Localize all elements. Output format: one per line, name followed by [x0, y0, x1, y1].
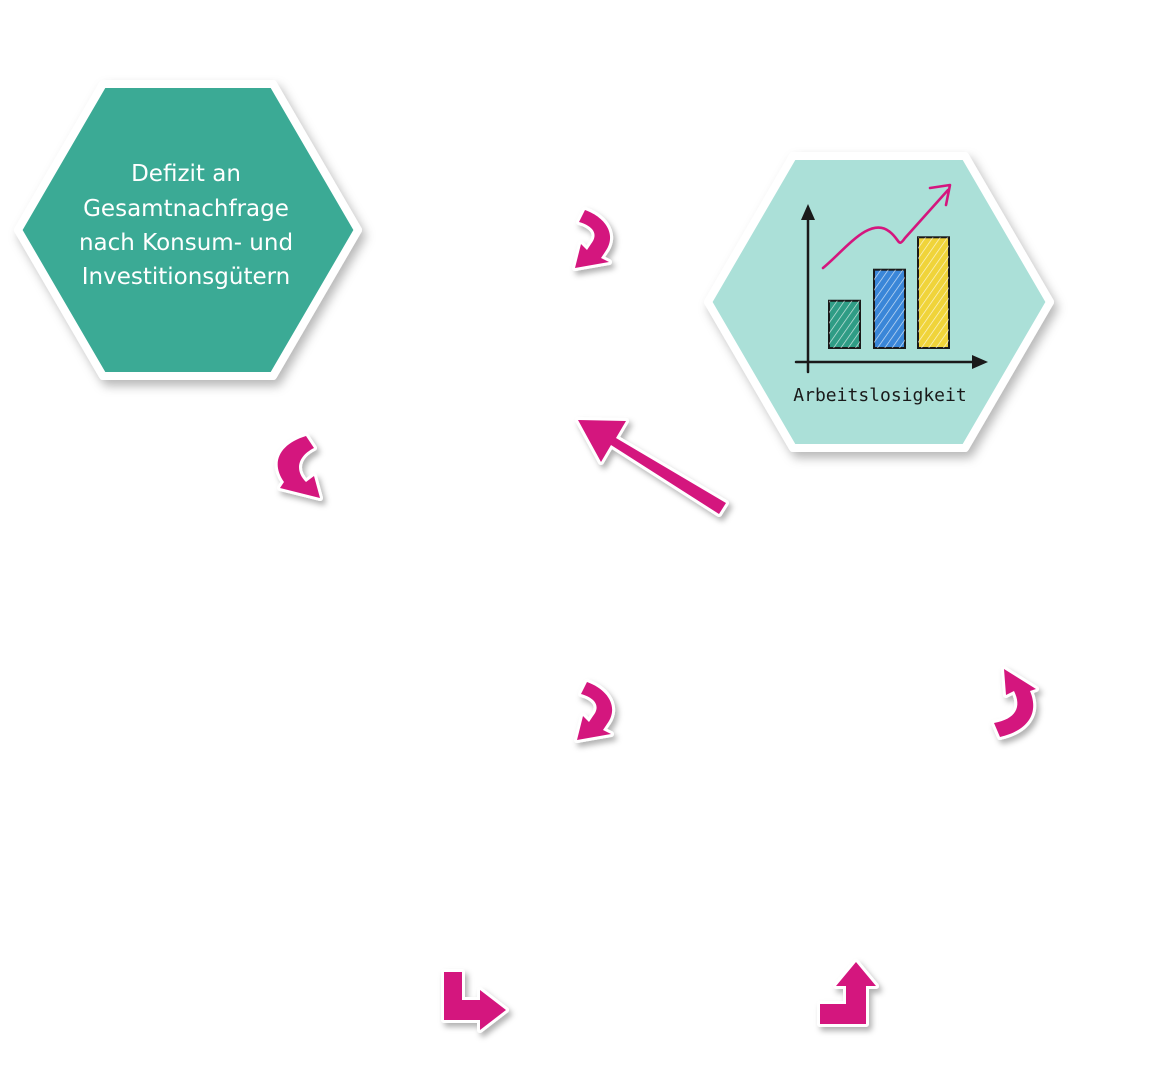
deficit-label-line-2: Gesamtnachfrage [83, 196, 289, 222]
elbow-arrow-down-right [441, 969, 509, 1033]
illustration-bars [828, 236, 950, 350]
bar-chart-trend-up-icon [794, 183, 988, 374]
deficit-hexagon [14, 80, 362, 380]
elbow-arrow-right-up [817, 959, 879, 1027]
deficit-label-line-1: Defizit an [131, 161, 241, 187]
curved-arrow-left-down [274, 433, 323, 501]
straight-arrow-up-left [575, 417, 729, 517]
illustration-bar-hatch [918, 237, 949, 348]
curved-arrow-right-up [991, 666, 1039, 740]
curved-arrow-right-down-1 [572, 207, 614, 271]
curved-arrow-right-down-2 [574, 679, 616, 743]
unemployment-node: Arbeitslosigkeit [704, 152, 1054, 452]
deficit-node: Defizit an Gesamtnachfrage nach Konsum- … [14, 80, 362, 380]
deficit-label-line-4: Investitionsgütern [82, 264, 291, 290]
illustration-bar-hatch [874, 269, 905, 348]
deficit-label-line-3: nach Konsum- und [79, 230, 293, 256]
unemployment-label: Arbeitslosigkeit [793, 385, 966, 406]
illustration-bar-hatch [829, 300, 860, 348]
